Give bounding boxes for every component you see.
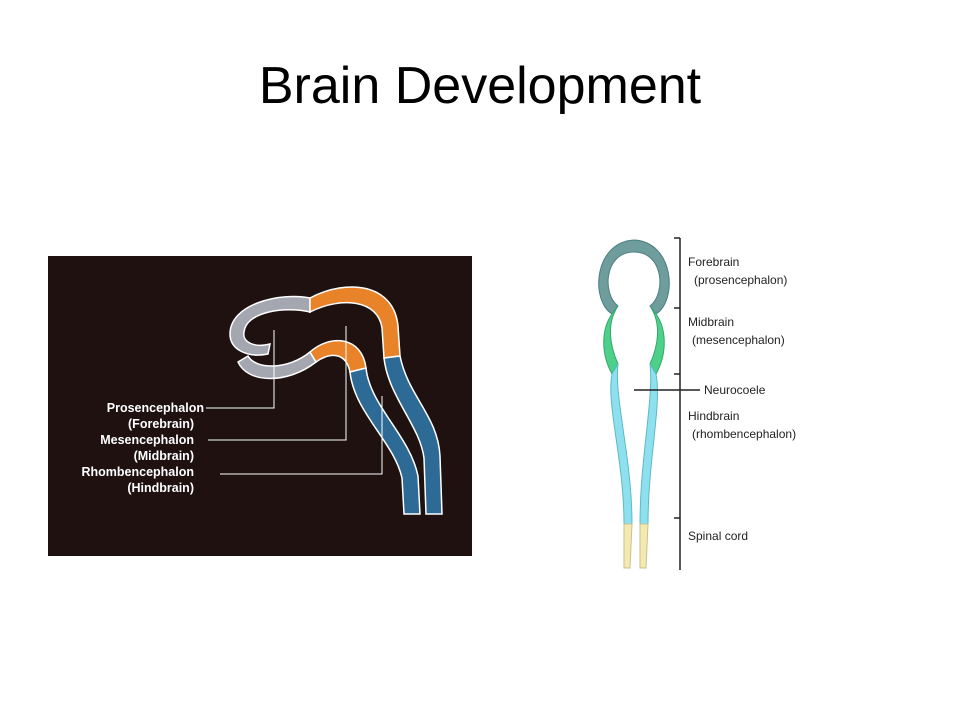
neural-tube-diagram: Forebrain (prosencephalon) Midbrain (mes… [580,228,840,578]
label-hindbrain: (Hindbrain) [127,481,194,495]
label-spinal-cord: Spinal cord [688,529,748,543]
prosencephalon-shape [229,295,311,356]
label-forebrain: Forebrain [688,255,739,269]
mesencephalon-lower-shape [309,339,367,373]
label-hindbrain: Hindbrain [688,409,739,423]
leader-lines [206,326,383,475]
prosencephalon-lower-shape [237,350,317,380]
label-neurocoele: Neurocoele [704,383,766,397]
label-forebrain: (Forebrain) [128,417,194,431]
brain-regions-svg: Prosencephalon (Forebrain) Mesencephalon… [81,286,443,515]
label-midbrain: Midbrain [688,315,734,329]
bracket-lines [634,237,700,570]
label-mesencephalon: (mesencephalon) [692,333,785,347]
label-mesencephalon: Mesencephalon [100,433,194,447]
label-prosencephalon: Prosencephalon [107,401,204,415]
midbrain-shape [603,305,619,376]
hindbrain-right-shape [639,363,658,525]
spinal-cord-left-shape [623,523,633,569]
forebrain-shape [598,239,670,315]
hindbrain-left-shape [610,363,633,525]
rhombencephalon-inner-shape [349,367,421,515]
brain-regions-diagram: Prosencephalon (Forebrain) Mesencephalon… [48,256,472,556]
label-prosencephalon: (prosencephalon) [694,273,787,287]
label-midbrain: (Midbrain) [134,449,194,463]
spinal-cord-right-shape [639,523,649,569]
midbrain-right-shape [649,305,665,376]
neural-tube-svg: Forebrain (prosencephalon) Midbrain (mes… [598,237,796,570]
label-rhombencephalon: (rhombencephalon) [692,427,796,441]
rhombencephalon-outer-shape [383,355,443,515]
page-title: Brain Development [258,57,702,115]
label-rhombencephalon: Rhombencephalon [81,465,194,479]
